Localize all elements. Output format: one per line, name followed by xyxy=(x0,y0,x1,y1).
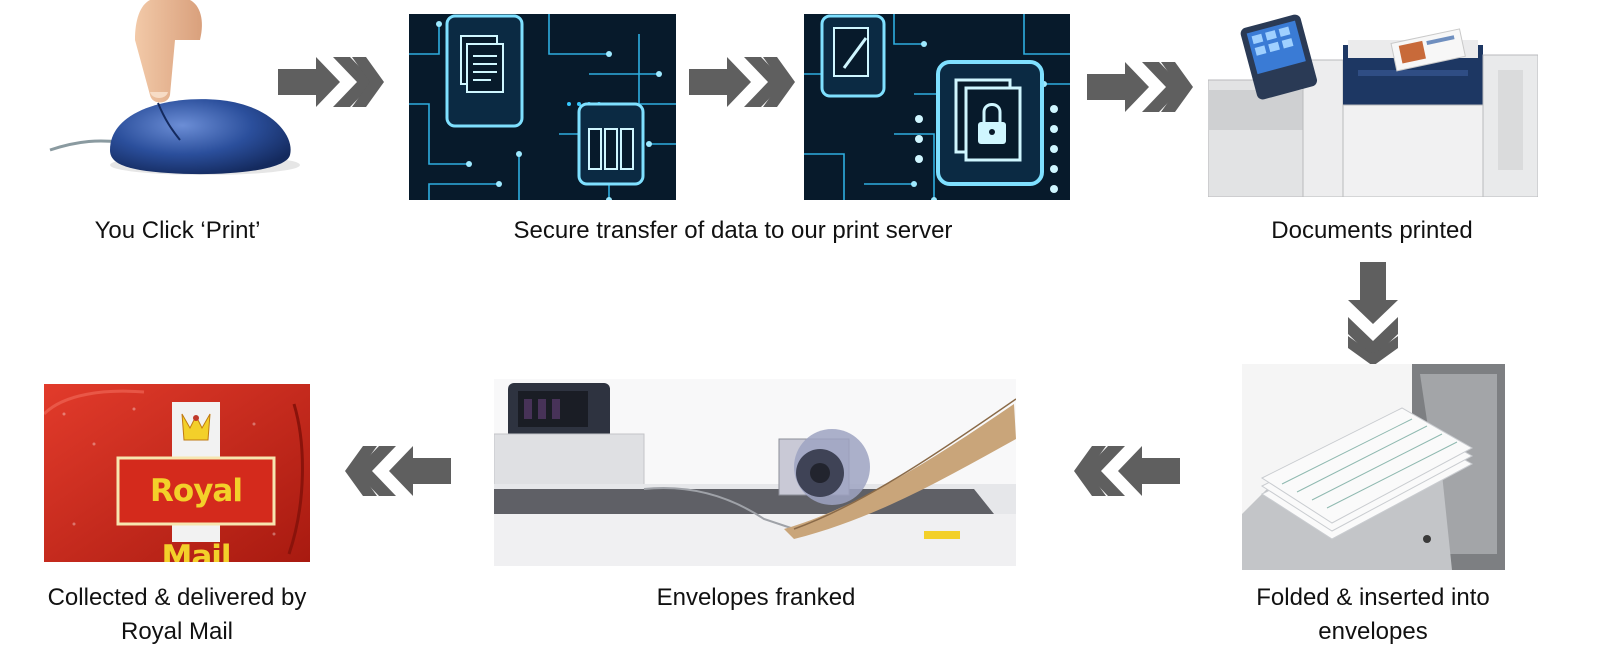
arrow-right-icon xyxy=(1087,62,1193,112)
circuit-lock-image xyxy=(804,14,1070,200)
arrow-left-icon xyxy=(1074,446,1180,496)
production-printer-image xyxy=(1208,10,1538,197)
royal-mail-van-image: Royal Mail xyxy=(44,384,310,562)
arrow-down-icon xyxy=(1348,262,1398,366)
royal-mail-logo: Royal Mail xyxy=(150,473,243,562)
step-6-caption: Collected & delivered by Royal Mail xyxy=(47,584,307,645)
arrow-left-icon xyxy=(345,446,451,496)
envelope-inserter-image xyxy=(1242,364,1505,570)
franking-machine-image xyxy=(494,379,1016,566)
circuit-documents-image xyxy=(409,14,676,200)
arrow-right-icon xyxy=(689,57,795,107)
arrow-right-icon xyxy=(278,57,384,107)
step-5-caption: Envelopes franked xyxy=(656,584,856,611)
step-2-caption: Secure transfer of data to our print ser… xyxy=(513,217,953,244)
mouse-click-image xyxy=(40,0,310,190)
step-4-caption: Folded & inserted into envelopes xyxy=(1256,584,1490,645)
step-3-caption: Documents printed xyxy=(1271,217,1473,244)
step-1-caption: You Click ‘Print’ xyxy=(94,217,261,244)
